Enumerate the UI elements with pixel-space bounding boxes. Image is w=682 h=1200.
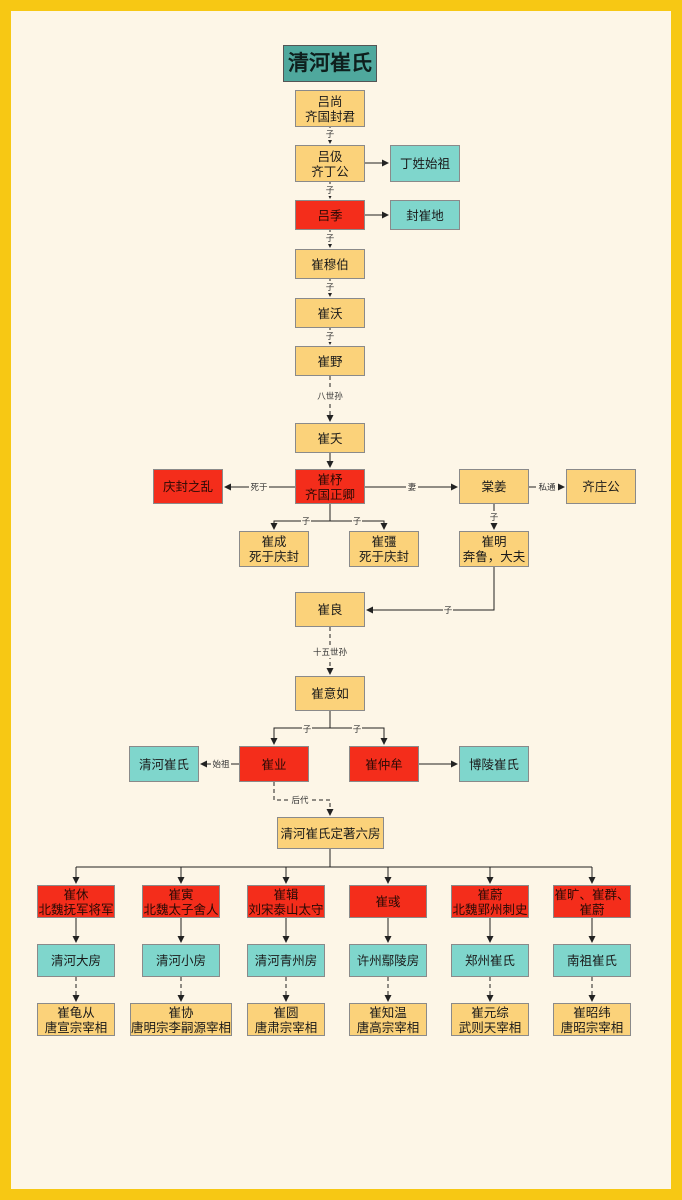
house-name: 清河小房 <box>142 944 220 977</box>
edge-label: 子 <box>444 606 453 616</box>
node-six-houses: 清河崔氏定著六房 <box>277 817 384 849</box>
house-ancestor: 崔旷、崔群、 崔蔚 <box>553 885 631 918</box>
house-ancestor: 崔彧 <box>349 885 427 918</box>
node-qinghe-cui: 清河崔氏 <box>129 746 199 782</box>
node-cuizhongmou: 崔仲牟 <box>349 746 419 782</box>
edge-label: 子 <box>326 186 335 196</box>
house-name: 南祖崔氏 <box>553 944 631 977</box>
edge-label: 后代 <box>291 795 309 806</box>
edge-label: 十五世孙 <box>313 647 348 658</box>
edge-label: 子 <box>302 517 311 527</box>
house-name: 清河青州房 <box>247 944 325 977</box>
node-cuicheng: 崔成 死于庆封 <box>239 531 309 567</box>
house-notable: 崔昭纬 唐昭宗宰相 <box>553 1003 631 1036</box>
node-fengcui: 封崔地 <box>390 200 460 230</box>
edge-label: 子 <box>326 332 335 342</box>
node-tangjiang: 棠姜 <box>459 469 529 504</box>
house-name: 清河大房 <box>37 944 115 977</box>
house-notable: 崔圆 唐肃宗宰相 <box>247 1003 325 1036</box>
edge-label: 八世孙 <box>317 391 343 402</box>
node-cuiwo: 崔沃 <box>295 298 365 328</box>
house-notable: 崔龟从 唐宣宗宰相 <box>37 1003 115 1036</box>
house-ancestor: 崔辑 刘宋泰山太守 <box>247 885 325 918</box>
edge-label: 子 <box>326 130 335 140</box>
house-name: 许州鄢陵房 <box>349 944 427 977</box>
edge-label: 子 <box>353 725 362 735</box>
edge-label: 妻 <box>408 482 417 493</box>
node-qingfeng: 庆封之乱 <box>153 469 223 504</box>
node-cuimubo: 崔穆伯 <box>295 249 365 279</box>
node-cuiye2: 崔业 <box>239 746 309 782</box>
node-qizhuang: 齐庄公 <box>566 469 636 504</box>
house-notable: 崔协 唐明宗李嗣源宰相 <box>130 1003 232 1036</box>
node-luji: 吕伋 齐丁公 <box>295 145 365 182</box>
edge-label: 子 <box>326 283 335 293</box>
node-cuitian: 崔夭 <box>295 423 365 453</box>
edge-label: 子 <box>326 234 335 244</box>
connector <box>330 727 388 745</box>
house-notable: 崔元综 武则天宰相 <box>451 1003 529 1036</box>
connector <box>366 567 495 614</box>
node-boling-cui: 博陵崔氏 <box>459 746 529 782</box>
house-ancestor: 崔蔚 北魏郢州刺史 <box>451 885 529 918</box>
house-ancestor: 崔寅 北魏太子舍人 <box>142 885 220 918</box>
page-title: 清河崔氏 <box>283 45 377 82</box>
node-luji2: 吕季 <box>295 200 365 230</box>
house-ancestor: 崔休 北魏抚军将军 <box>37 885 115 918</box>
edge-label: 死于 <box>250 483 268 493</box>
node-cuiye: 崔野 <box>295 346 365 376</box>
node-cuiming: 崔明 奔鲁，大夫 <box>459 531 529 567</box>
house-notable: 崔知温 唐高宗宰相 <box>349 1003 427 1036</box>
edge-label: 私通 <box>538 482 556 493</box>
edge-label: 子 <box>303 725 312 735</box>
edge-label: 始祖 <box>212 759 230 770</box>
house-name: 郑州崔氏 <box>451 944 529 977</box>
node-cuiqiang: 崔彊 死于庆封 <box>349 531 419 567</box>
edge-label: 子 <box>490 513 499 523</box>
node-cuiliang: 崔良 <box>295 592 365 627</box>
node-cuiyiru: 崔意如 <box>295 676 365 711</box>
node-dingxing: 丁姓始祖 <box>390 145 460 182</box>
connector <box>330 520 388 530</box>
node-cuizhu: 崔杼 齐国正卿 <box>295 469 365 504</box>
node-lushang: 吕尚 齐国封君 <box>295 90 365 127</box>
edge-label: 子 <box>353 517 362 527</box>
